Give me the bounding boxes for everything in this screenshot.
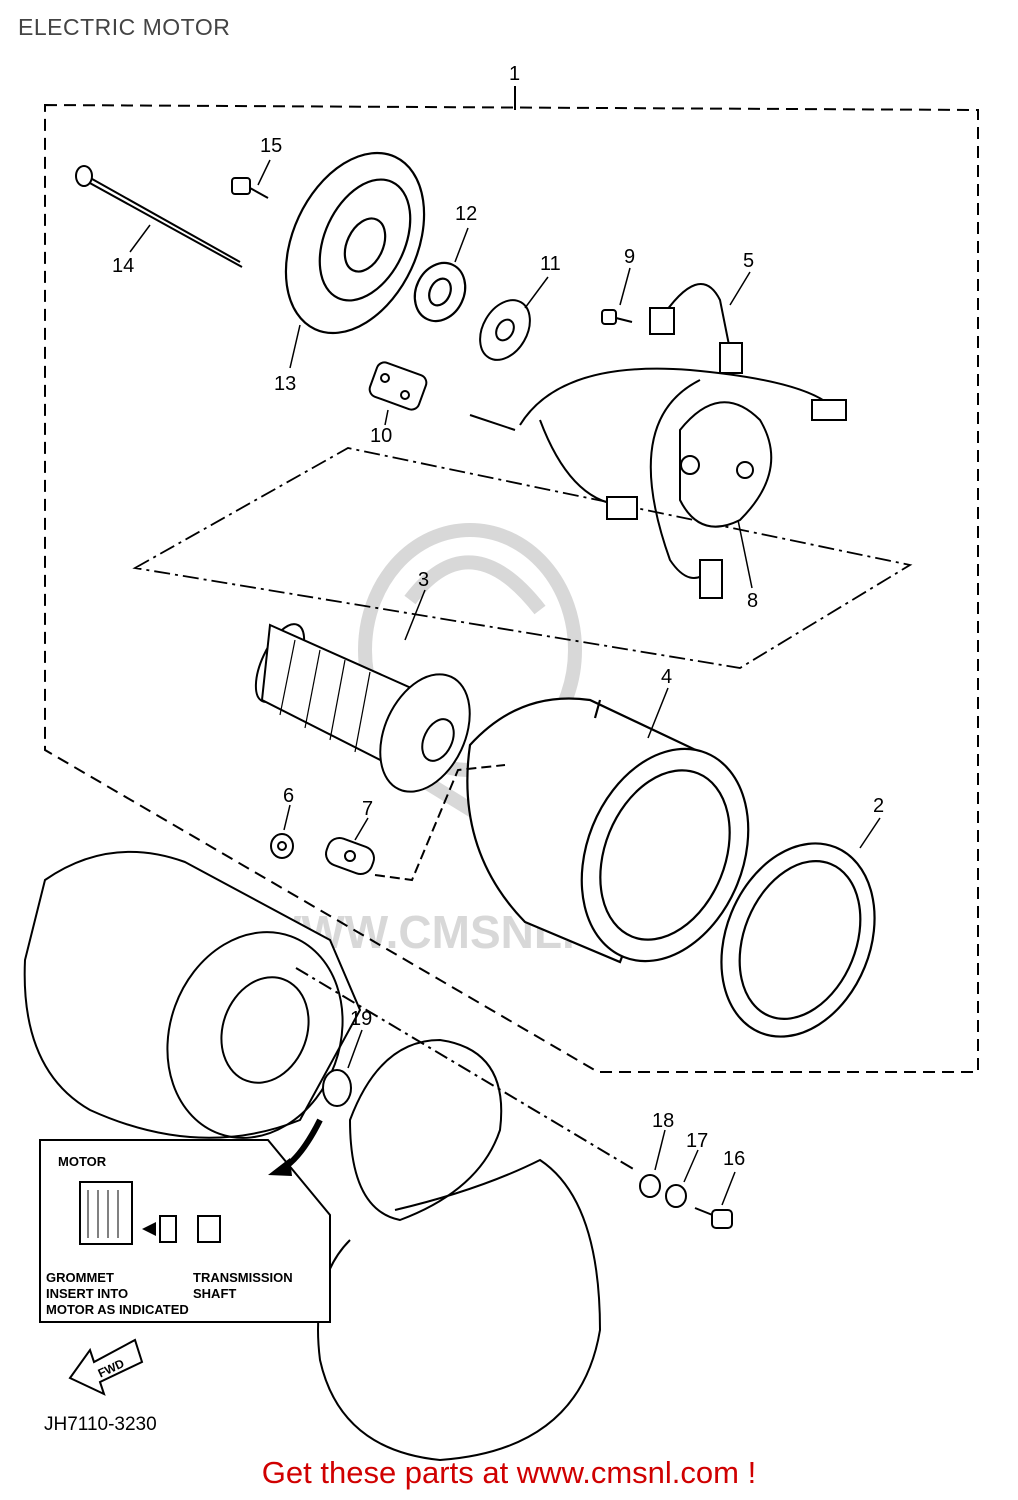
label-14: 14 <box>112 255 134 277</box>
washer-17 <box>665 1184 687 1208</box>
forward-arrow: FWD <box>68 1338 144 1396</box>
brush-plane-outline <box>132 447 913 669</box>
label-17: 17 <box>686 1130 708 1152</box>
label-6: 6 <box>283 785 294 807</box>
nut-6 <box>270 833 294 859</box>
bearing-12 <box>413 261 467 323</box>
label-3: 3 <box>418 569 429 591</box>
installation-inset: MOTOR GROMMET INSERT INTO MOTOR AS INDIC… <box>39 1118 331 1323</box>
bolt-16 <box>694 1207 733 1229</box>
holder-10 <box>368 361 428 411</box>
label-13: 13 <box>274 373 296 395</box>
screw-9 <box>601 309 633 325</box>
washer-18 <box>639 1174 661 1198</box>
inset-transmission-line1: TRANSMISSION <box>193 1270 293 1285</box>
label-1: 1 <box>509 63 520 85</box>
insulator-7 <box>325 764 506 882</box>
label-2: 2 <box>873 795 884 817</box>
screw-15 <box>231 177 269 199</box>
label-12: 12 <box>455 203 477 225</box>
label-11: 11 <box>540 253 561 275</box>
inset-transmission-line2: SHAFT <box>193 1286 236 1301</box>
label-8: 8 <box>747 590 758 612</box>
yoke-4 <box>466 697 750 964</box>
inset-grommet-label: GROMMET <box>46 1270 114 1285</box>
label-15: 15 <box>260 135 282 157</box>
label-5: 5 <box>743 250 754 272</box>
label-10: 10 <box>370 425 392 447</box>
label-18: 18 <box>652 1110 674 1132</box>
inset-motor-label: MOTOR <box>58 1154 107 1169</box>
armature-3 <box>254 623 471 793</box>
footer-link[interactable]: Get these parts at www.cmsnl.com ! <box>261 1455 757 1490</box>
assembly-boundary <box>44 103 979 1073</box>
armature-hatching <box>279 639 371 753</box>
o-ring-2 <box>720 842 876 1038</box>
part-number-labels: 1 2 3 4 5 6 7 8 9 10 11 12 13 14 15 16 1… <box>112 63 884 1170</box>
label-4: 4 <box>661 666 672 688</box>
washer-11 <box>479 299 531 361</box>
label-19: 19 <box>350 1008 372 1030</box>
diagram-code: JH7110-3230 <box>44 1414 157 1435</box>
brush-holder-5 <box>469 283 847 599</box>
inset-insert-line2: MOTOR AS INDICATED <box>46 1302 189 1317</box>
page-title: ELECTRIC MOTOR <box>18 14 231 40</box>
inset-insert-line1: INSERT INTO <box>46 1286 128 1301</box>
end-cover-13 <box>284 151 426 335</box>
label-16: 16 <box>723 1148 745 1170</box>
crankcase-section <box>23 850 636 1462</box>
label-7: 7 <box>362 798 373 820</box>
through-bolt-14 <box>75 165 243 268</box>
label-9: 9 <box>624 246 635 268</box>
cap-19 <box>322 1069 352 1107</box>
